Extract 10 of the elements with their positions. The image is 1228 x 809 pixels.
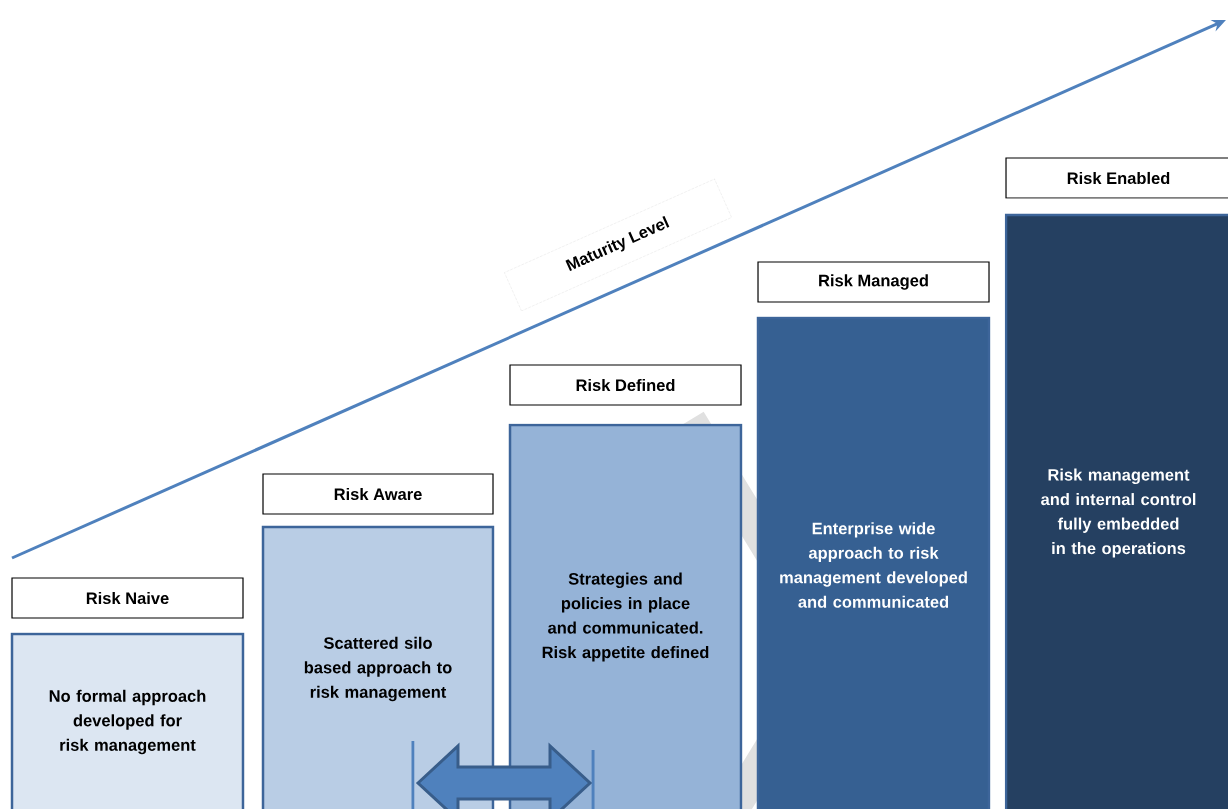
maturity-column: Risk management and internal control fully embedded in the operations	[1004, 213, 1228, 809]
maturity-column: Strategies and policies in place and communicated. Risk appetite defined	[508, 423, 743, 809]
level-label-box: Risk Managed	[757, 261, 990, 303]
maturity-column: Enterprise wide approach to risk management developed and communicated	[756, 316, 991, 809]
level-label-box: Risk Naive	[11, 577, 244, 619]
maturity-column: No formal approach developed for risk management	[10, 632, 245, 809]
maturity-column: Scattered silo based approach to risk management	[261, 525, 495, 809]
level-label-box: Risk Defined	[509, 364, 742, 406]
level-label-box: Risk Aware	[262, 473, 494, 515]
level-label-box: Risk Enabled	[1005, 157, 1228, 199]
